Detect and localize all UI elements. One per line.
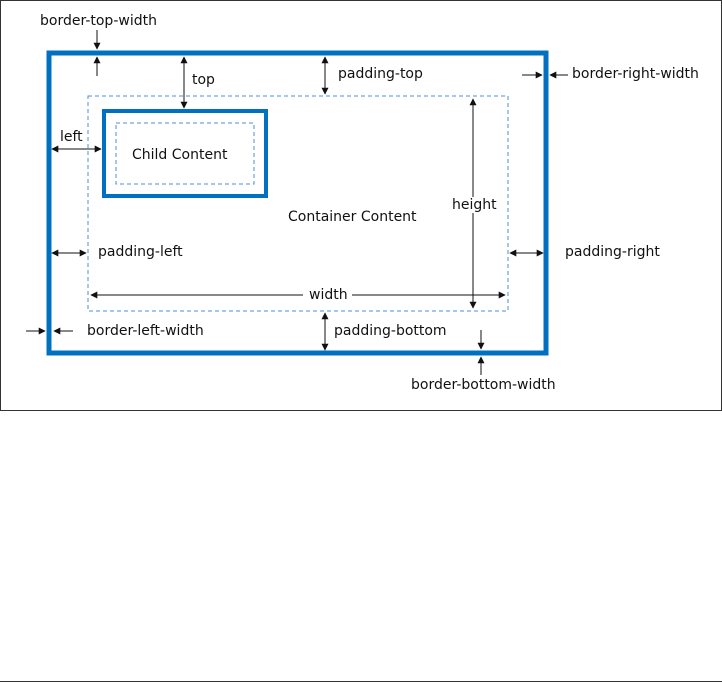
padding-left-label: padding-left [98,244,183,260]
left-label: left [60,129,83,145]
child-content-area [115,122,255,185]
padding-right-label: padding-right [565,244,660,260]
top-label: top [192,72,215,88]
child-content-label: Child Content [132,147,228,163]
border-bottom-width-label: border-bottom-width [411,377,556,393]
container-border [46,50,549,356]
border-right-width-label: border-right-width [572,66,699,82]
box-model-diagram [26,30,568,375]
width-label: width [309,287,348,303]
border-left-width-label: border-left-width [87,323,204,339]
padding-bottom-label: padding-bottom [334,323,447,339]
child-border [102,109,268,198]
container-content-area [87,95,509,312]
height-label: height [452,197,497,213]
container-content-label: Container Content [288,209,417,225]
padding-top-label: padding-top [338,66,423,82]
border-top-width-label: border-top-width [40,13,157,29]
